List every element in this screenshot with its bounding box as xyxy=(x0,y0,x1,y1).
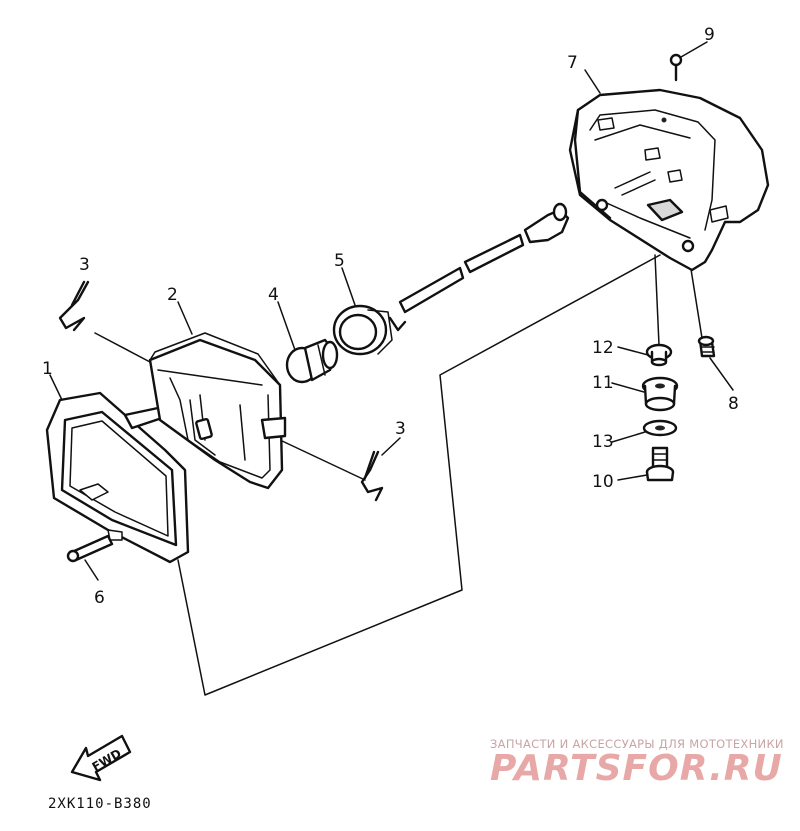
label-part-4: 4 xyxy=(268,285,279,305)
bolt-side xyxy=(697,335,716,358)
bolt-bottom xyxy=(645,446,675,482)
leader-lines xyxy=(49,41,734,581)
watermark-tagline: ЗАПЧАСТИ И АКСЕССУАРЫ ДЛЯ МОТОТЕХНИКИ xyxy=(490,737,784,751)
grommet xyxy=(641,376,679,412)
label-part-1: 1 xyxy=(42,359,53,379)
label-part-8: 8 xyxy=(728,394,739,414)
label-part-10: 10 xyxy=(592,472,614,492)
label-part-12: 12 xyxy=(592,338,614,358)
label-part-3-lower: 3 xyxy=(395,419,406,439)
label-part-9: 9 xyxy=(704,25,715,45)
headlight-case xyxy=(568,88,770,272)
label-part-5: 5 xyxy=(334,251,345,271)
headlight-unit xyxy=(148,332,287,490)
watermark-brand: PARTSFOR.RU xyxy=(490,748,783,789)
washer xyxy=(642,419,678,437)
label-part-2: 2 xyxy=(167,285,178,305)
spring-clip-upper xyxy=(58,280,90,332)
label-part-13: 13 xyxy=(592,432,614,452)
part-number-labels: 1 2 3 3 4 5 6 7 8 9 10 11 12 13 xyxy=(42,25,739,608)
screw-case-top xyxy=(669,53,683,82)
forward-direction-arrow: FWD xyxy=(70,734,132,782)
label-part-11: 11 xyxy=(592,373,614,393)
spring-clip-lower xyxy=(360,450,384,502)
bulb xyxy=(285,338,339,384)
label-part-6: 6 xyxy=(94,588,105,608)
screw-rim xyxy=(66,534,114,563)
diagram-code: 2XK110-B380 xyxy=(48,796,152,812)
assembly-guide-lines xyxy=(94,254,703,696)
bulb-socket xyxy=(332,202,570,356)
label-part-7: 7 xyxy=(567,53,578,73)
collar xyxy=(645,343,673,367)
label-part-3-upper: 3 xyxy=(79,255,90,275)
